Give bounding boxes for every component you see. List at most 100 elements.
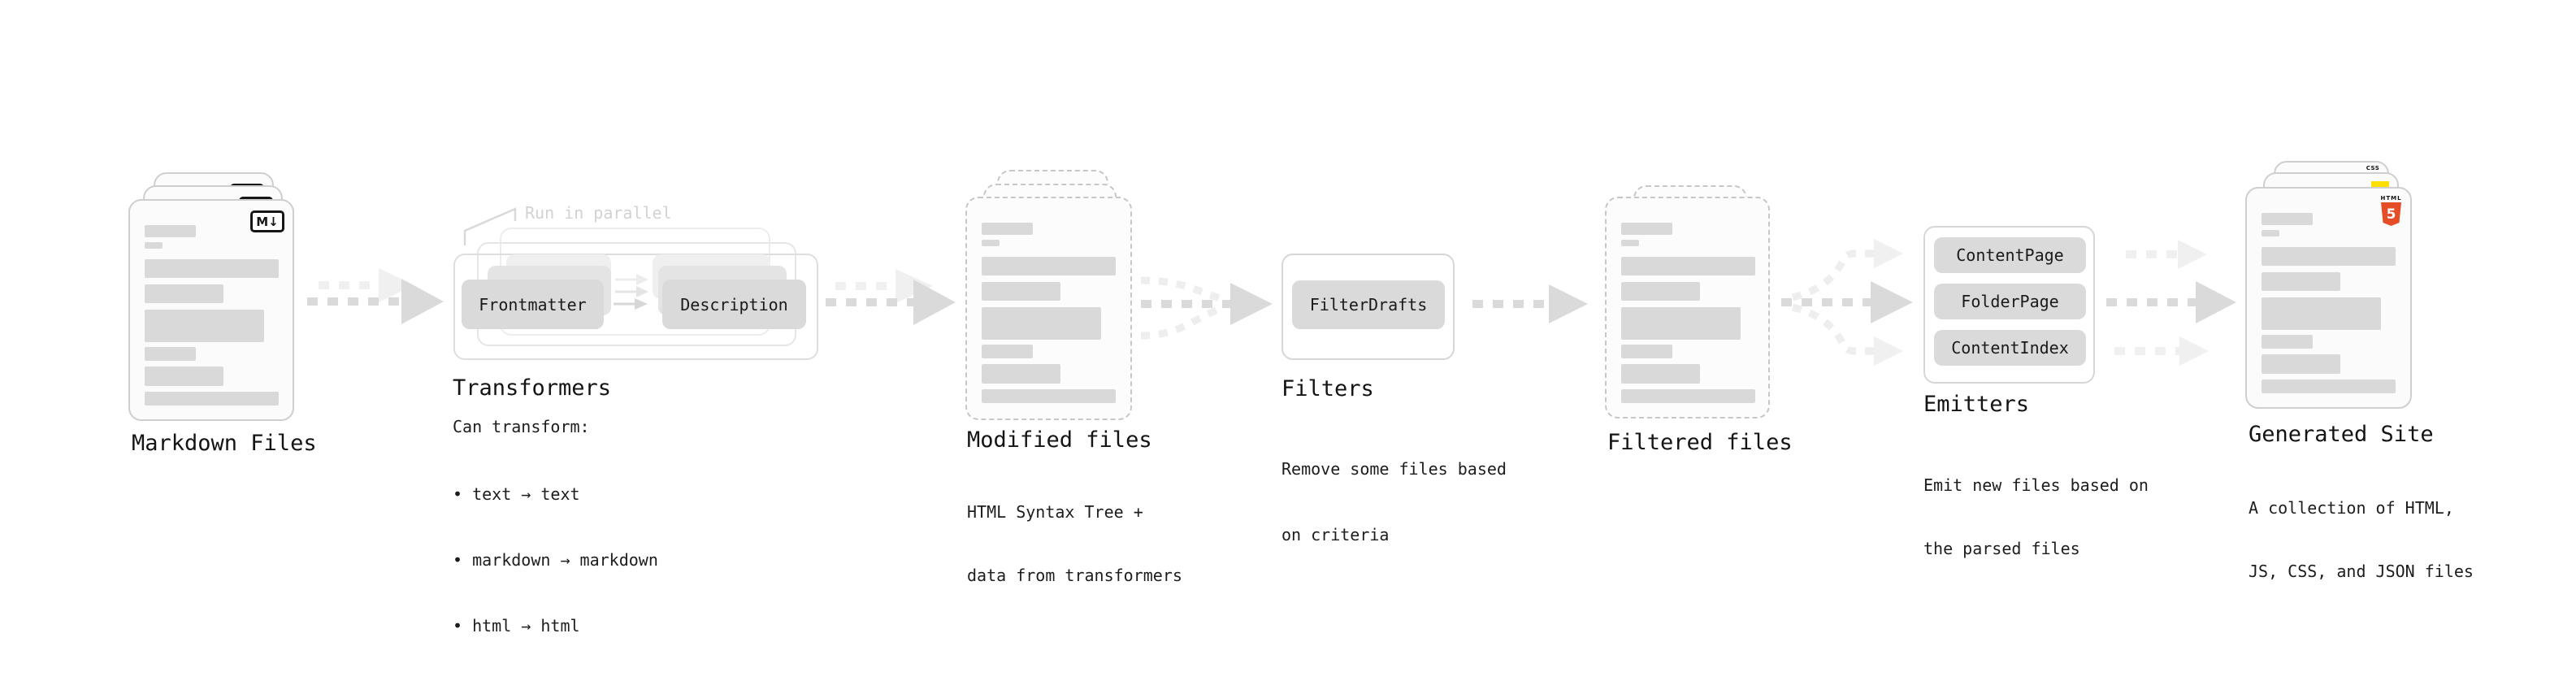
file-card-front: HTML 5 (2245, 187, 2412, 409)
arrowhead-dark-icon (401, 279, 444, 324)
emitter-box-contentindex: ContentIndex (1934, 330, 2086, 366)
flow-branch-bottom (1791, 303, 1874, 355)
subtitle-line: data from transformers (967, 566, 1182, 585)
doc-text-bar (1621, 389, 1755, 403)
doc-text-bar (1621, 364, 1700, 384)
doc-text-bar (1621, 345, 1672, 358)
stage-subtitle: Remove some files based on criteria (1281, 414, 1507, 590)
subtitle-line: HTML Syntax Tree + (967, 502, 1143, 522)
stage-title-filters: Filters (1281, 376, 1374, 401)
arrowhead-dark-icon (1549, 284, 1588, 323)
stage-title-modified-files: Modified files (967, 427, 1152, 453)
doc-text-bar (145, 225, 196, 237)
arrowhead-light-icon (2178, 240, 2207, 269)
doc-content (2262, 213, 2396, 393)
bullet-item: • text → text (453, 484, 580, 504)
run-in-parallel-note: Run in parallel (525, 203, 672, 223)
emitter-box-label: FolderPage (1961, 292, 2059, 311)
emitter-box-contentpage: ContentPage (1934, 237, 2086, 273)
doc-text-bar (1621, 240, 1639, 246)
emitter-box-label: ContentPage (1956, 245, 2064, 265)
doc-text-bar (982, 257, 1116, 275)
stage-subtitle: HTML Syntax Tree + data from transformer… (967, 459, 1182, 628)
emitter-box-label: ContentIndex (1951, 338, 2069, 358)
doc-text-bar (1621, 257, 1755, 275)
doc-text-bar (145, 242, 163, 249)
doc-text-bar (982, 364, 1060, 384)
doc-text-bar (2262, 272, 2340, 291)
transformers-bullet-list: • text → text • markdown → markdown • ht… (453, 440, 658, 681)
stage-title-generated-site: Generated Site (2249, 422, 2434, 447)
transformer-box-label: Frontmatter (479, 294, 587, 314)
doc-text-bar (2262, 354, 2340, 374)
transformers-description-heading: Can transform: (453, 417, 590, 436)
doc-content (145, 225, 279, 406)
stage-title-transformers: Transformers (453, 375, 612, 401)
flow-branch-top (1140, 276, 1224, 303)
doc-content (1621, 223, 1755, 403)
html5-icon-shield: 5 (2381, 202, 2401, 226)
filter-box-label: FilterDrafts (1309, 295, 1428, 314)
js-icon (2371, 181, 2389, 189)
doc-text-bar (982, 307, 1101, 340)
arrowhead-light-icon (1874, 239, 1903, 268)
css-icon-label: CSS (2366, 165, 2380, 171)
stage-subtitle: Emit new files based on the parsed files (1923, 432, 2149, 601)
doc-text-bar (145, 347, 196, 361)
doc-text-bar (145, 310, 264, 342)
file-card-front (1605, 197, 1770, 419)
subtitle-line: Emit new files based on (1923, 475, 2149, 495)
doc-text-bar (2262, 230, 2279, 236)
arrowhead-dark-icon (1871, 281, 1913, 323)
html5-icon: HTML 5 (2380, 195, 2402, 226)
bullet-item: • markdown → markdown (453, 550, 658, 570)
doc-text-bar (145, 367, 223, 386)
file-card-front (965, 197, 1132, 420)
filter-box-filterdrafts: FilterDrafts (1292, 280, 1445, 329)
doc-text-bar (2262, 213, 2313, 225)
arrowhead-light-icon (896, 269, 933, 303)
doc-text-bar (145, 284, 223, 303)
subtitle-line: on criteria (1281, 525, 1390, 544)
arrowhead-dark-icon (913, 280, 956, 325)
emitter-box-folderpage: FolderPage (1934, 284, 2086, 319)
doc-text-bar (982, 345, 1033, 358)
doc-text-bar (982, 282, 1060, 301)
flow-branch-bottom (1140, 304, 1224, 340)
html5-icon-label: HTML (2380, 195, 2402, 202)
doc-content (982, 223, 1116, 403)
doc-text-bar (1621, 307, 1741, 340)
stage-subtitle: A collection of HTML, JS, CSS, and JSON … (2249, 455, 2474, 624)
transformer-frame-front (453, 254, 818, 360)
doc-text-bar (2262, 297, 2381, 330)
stage-title-markdown-files: Markdown Files (132, 431, 317, 456)
subtitle-line: the parsed files (1923, 539, 2080, 558)
arrowhead-light-icon (2179, 336, 2209, 366)
transformer-box-label: Description (680, 294, 788, 314)
doc-text-bar (2262, 247, 2396, 266)
markdown-icon-label: M↓ (256, 214, 279, 229)
doc-text-bar (2262, 380, 2396, 393)
arrowhead-dark-icon (2196, 281, 2236, 323)
transformer-box-description: Description (662, 280, 806, 329)
subtitle-line: Remove some files based (1281, 459, 1507, 479)
subtitle-line: A collection of HTML, (2249, 498, 2454, 518)
doc-text-bar (982, 223, 1033, 235)
arrowhead-light-icon (379, 268, 414, 302)
doc-text-bar (2262, 335, 2313, 349)
transformer-box-frontmatter: Frontmatter (462, 280, 604, 329)
doc-text-bar (1621, 223, 1672, 235)
markdown-icon: M↓ (250, 210, 284, 232)
file-card-front: M↓ (128, 199, 294, 421)
doc-text-bar (1621, 282, 1700, 301)
stage-title-filtered-files: Filtered files (1607, 430, 1793, 455)
doc-text-bar (145, 392, 279, 406)
doc-text-bar (982, 240, 1000, 246)
doc-text-bar (145, 259, 279, 278)
stage-title-emitters: Emitters (1923, 392, 2030, 417)
flow-branch-top (1791, 249, 1874, 301)
doc-text-bar (982, 389, 1116, 403)
html5-icon-number: 5 (2386, 206, 2396, 223)
bullet-item: • html → html (453, 616, 580, 635)
